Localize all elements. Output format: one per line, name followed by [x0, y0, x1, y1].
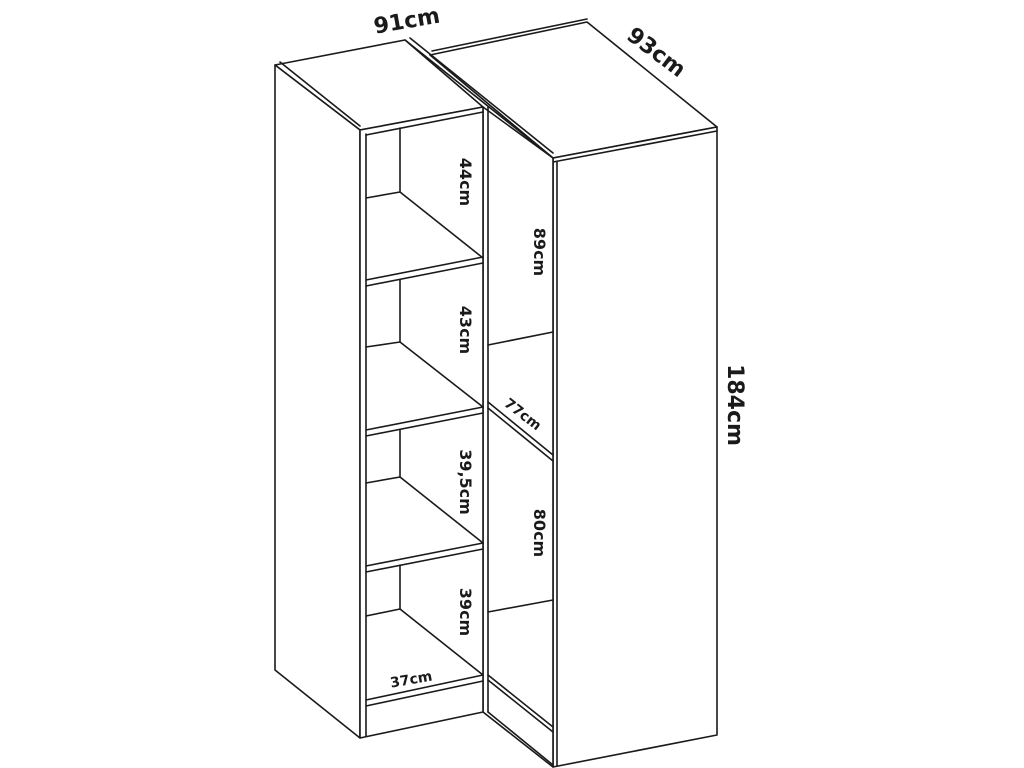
dim-shelf-4: 39cm: [456, 588, 475, 636]
corner-side-wall: [482, 106, 554, 768]
dim-shelf-3: 39,5cm: [456, 449, 475, 515]
dim-height: 184cm: [722, 364, 747, 446]
corner-shelf-middle: [487, 407, 554, 462]
bottom-shelf: [365, 674, 484, 701]
corner-shelf-upper: [487, 331, 554, 346]
left-unit-front: [359, 106, 484, 739]
dim-shelf-depth: 37cm: [389, 669, 434, 692]
dim-corner-upper: 89cm: [530, 228, 549, 276]
dim-width-left: 91cm: [372, 4, 442, 40]
left-unit: [274, 39, 489, 739]
right-unit-front: [552, 126, 718, 768]
dim-corner-lower: 80cm: [530, 509, 549, 557]
shelf-2: [365, 406, 484, 431]
dim-shelf-1: 44cm: [456, 158, 475, 206]
shelf-3: [365, 542, 484, 567]
corner-shelf-lower: [487, 599, 554, 613]
right-unit: [429, 18, 718, 768]
dim-shelf-2: 43cm: [456, 306, 475, 354]
shelf-1: [365, 256, 484, 281]
left-unit-side: [274, 64, 361, 739]
